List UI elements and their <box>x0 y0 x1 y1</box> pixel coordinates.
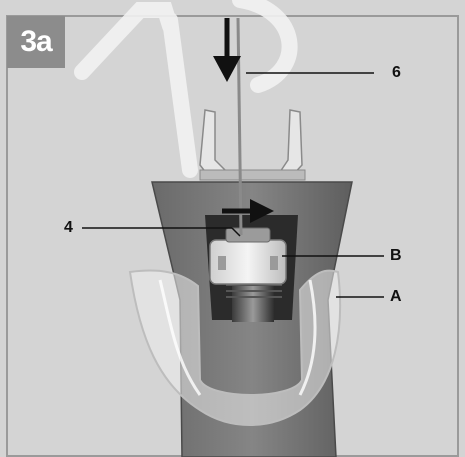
down-arrow-icon <box>213 18 241 82</box>
spindle-shaft <box>232 280 274 322</box>
callout-b: B <box>390 247 402 264</box>
rod <box>236 17 243 236</box>
callout-6: 6 <box>392 64 401 81</box>
figure-label: 3a <box>7 16 65 68</box>
watermark-marks <box>74 0 298 178</box>
transparent-guard <box>128 269 342 426</box>
mounting-brackets <box>199 109 306 181</box>
right-arrow-icon <box>222 199 274 223</box>
callout-4: 4 <box>64 219 73 236</box>
spring-coils <box>226 284 282 298</box>
callout-a: A <box>390 288 402 305</box>
